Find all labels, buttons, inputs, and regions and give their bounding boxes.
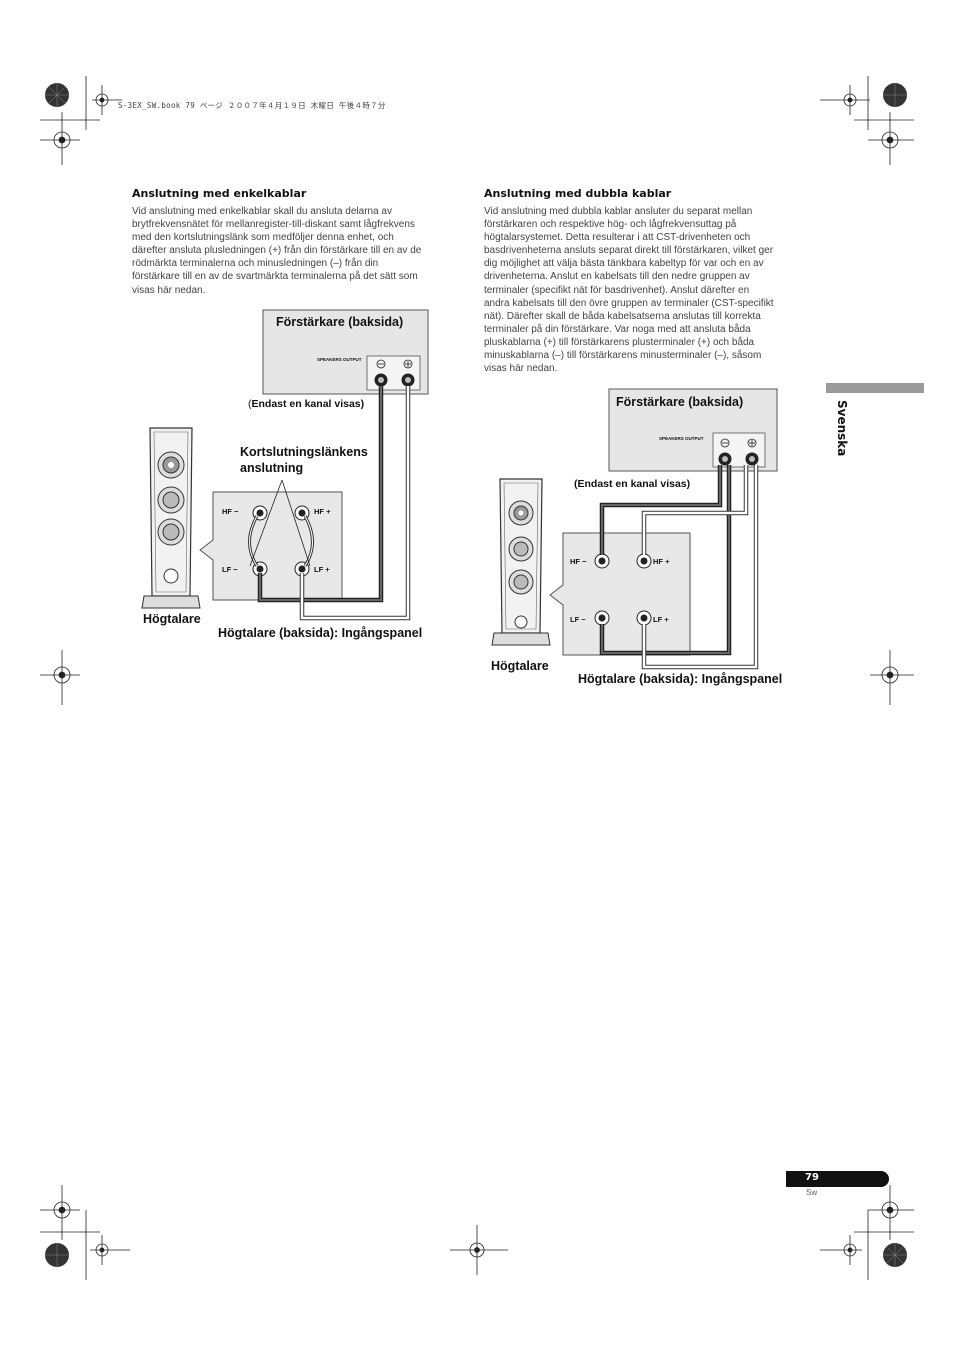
- text-line: därefter ansluta plusledningen (+) från …: [132, 245, 422, 257]
- text-line: basdrivenheterna ansluts separat direkt …: [484, 245, 774, 257]
- speaker-illustration: [141, 427, 201, 609]
- panel-label-2: Högtalare (baksida): Ingångspanel: [578, 672, 783, 686]
- one-channel-paren: (: [248, 398, 252, 410]
- text-line: terminaler (specifikt nät för basdrivenh…: [484, 284, 750, 296]
- language-code: Sw: [806, 1188, 818, 1197]
- one-channel-note-1: (Endast en kanal visas): [248, 398, 364, 410]
- lf-plus-label-2: LF +: [653, 615, 669, 624]
- section-title-double: Anslutning med dubbla kablar: [484, 187, 672, 200]
- paragraph-double: Vid anslutning med dubbla kablar anslute…: [484, 205, 804, 375]
- hf-minus-label-2: HF −: [570, 557, 587, 566]
- link-label-line: Kortslutningslänkens: [240, 445, 368, 459]
- text-line: Vid anslutning med dubbla kablar anslute…: [484, 206, 753, 217]
- section-title-single: Anslutning med enkelkablar: [132, 187, 307, 200]
- amp-label-1: Förstärkare (baksida): [276, 315, 404, 329]
- figure-bi-wiring: [491, 388, 778, 670]
- plus-symbol-icon: [747, 438, 757, 448]
- amp-label-2: Förstärkare (baksida): [616, 395, 744, 409]
- minus-symbol-icon: [376, 359, 386, 369]
- text-line: drivenheterna. Anslut en kabelsats till …: [484, 271, 750, 283]
- text-line: visas här nedan.: [484, 363, 558, 375]
- paragraph-single: Vid anslutning med enkelkablar skall du …: [132, 205, 452, 297]
- panel-label-1: Högtalare (baksida): Ingångspanel: [218, 626, 423, 640]
- speaker-input-panel: [549, 532, 691, 656]
- link-label: Kortslutningslänkens anslutning: [240, 445, 368, 475]
- lf-minus-label-1: LF −: [222, 565, 238, 574]
- link-label-line: anslutning: [240, 461, 304, 475]
- text-line: förstärkaren och respektive hög- och låg…: [484, 219, 737, 231]
- text-line: nät). Därefter skall de båda kabelsatser…: [484, 310, 761, 322]
- hf-minus-label-1: HF −: [222, 507, 239, 516]
- text-line: minuskablarna (–) till förstärkarens min…: [484, 350, 762, 362]
- text-line: högtalarsystemet. Detta resulterar i att…: [484, 232, 751, 244]
- plus-symbol-icon: [403, 359, 413, 369]
- minus-symbol-icon: [720, 438, 730, 448]
- hf-plus-label-1: HF +: [314, 507, 331, 516]
- one-channel-note-2: (Endast en kanal visas): [574, 478, 691, 490]
- text-line: terminaler på din förstärkare. Var noga …: [484, 323, 751, 335]
- text-line: Vid anslutning med enkelkablar skall du …: [132, 206, 392, 217]
- speakers-output-label-2: SPEAKERS OUTPUT: [659, 436, 704, 441]
- lf-minus-label-2: LF −: [570, 615, 586, 624]
- text-line: med den kortslutningslänk som medföljer …: [132, 232, 394, 244]
- file-header: S-3EX_SW.book 79 ページ ２００７年４月１９日 木曜日 午後４時…: [118, 101, 386, 110]
- language-tab-bar: [826, 383, 924, 393]
- figure-single-wiring: [141, 309, 429, 621]
- one-channel-text: Endast en kanal visas): [251, 398, 365, 410]
- lf-plus-label-1: LF +: [314, 565, 330, 574]
- speaker-illustration: [491, 478, 551, 646]
- text-line: dig möjlighet att välja bästa tänkbara k…: [484, 258, 764, 270]
- hf-plus-label-2: HF +: [653, 557, 670, 566]
- text-line: brytfrekvensnätet för mellanregister-til…: [132, 219, 415, 231]
- text-line: rödmärkta terminalerna och minusledninge…: [132, 258, 379, 270]
- text-line: andra kabelsats till den övre gruppen av…: [484, 297, 774, 309]
- text-line: pluskablarna (+) till förstärkarens plus…: [484, 336, 755, 348]
- page-number: 79: [805, 1172, 819, 1183]
- speakers-output-label-1: SPEAKERS OUTPUT: [317, 357, 362, 362]
- speaker-label-1: Högtalare: [143, 612, 201, 626]
- text-line: visas här nedan.: [132, 284, 206, 296]
- page-number-box: [786, 1171, 889, 1187]
- text-line: förstärkare till en av de svartmärkta te…: [132, 271, 418, 283]
- speaker-label-2: Högtalare: [491, 659, 549, 673]
- language-tab-label: Svenska: [835, 400, 849, 457]
